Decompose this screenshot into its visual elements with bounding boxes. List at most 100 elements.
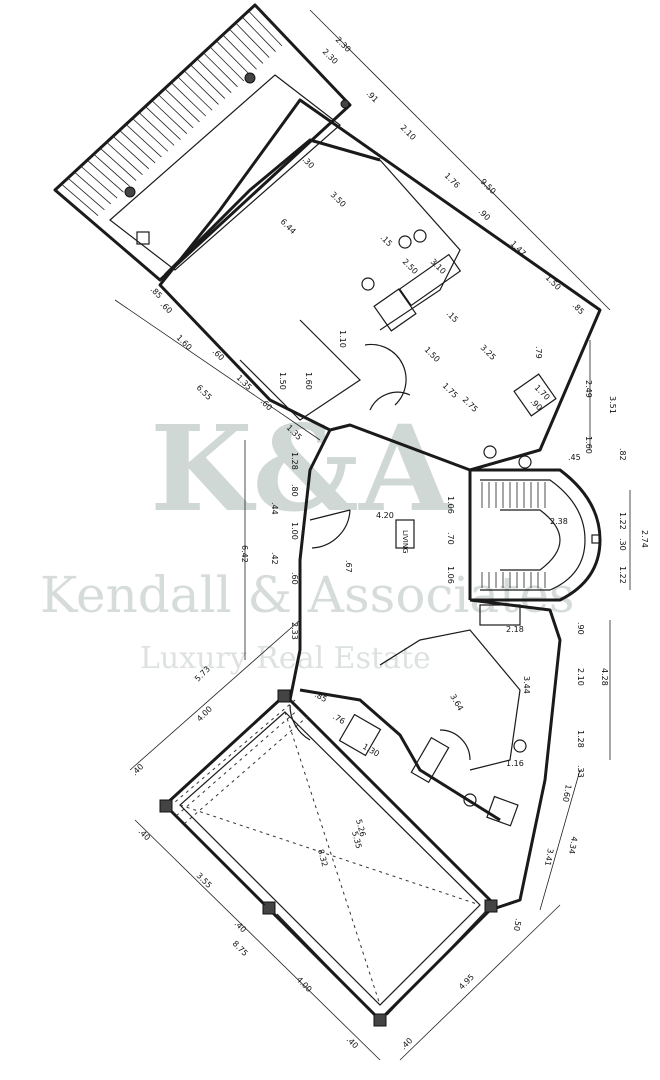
dim-bottom-4: 8.75 [231,939,250,958]
dim-interior-11: 2.75 [461,395,480,414]
dim-right-stair-1: 1.22 [618,512,627,530]
roof-hatch-line [93,153,131,187]
dim-interior-20: 1.06 [446,496,455,514]
dim-left-upper-2: .60 [159,300,174,315]
dim-interior-12: 1.10 [338,330,347,348]
dim-interior-9: 1.75 [441,381,460,400]
dim-left-mid-3: .44 [270,502,279,515]
dim-top-6: 9.50 [479,177,498,196]
dim-interior-13: 1.50 [278,372,287,390]
roof-hatch-line [170,82,207,117]
roof-hatch-line [183,70,219,105]
roof-hatch-line [235,22,270,58]
dim-interior-5: 2.50 [401,257,420,276]
roof-hatch-line [216,40,251,76]
dim-top-9: 1.50 [544,273,563,292]
roof-hatch-line [241,16,276,52]
dim-right-upper-4: .45 [568,453,581,462]
dim-bottom-6: .40 [345,1035,360,1050]
dim-interior-31: 8.32 [316,848,329,868]
dim-right-lower-2: 4.28 [600,668,609,686]
dim-right-upper-5: .82 [618,448,627,461]
roof-hatch-line [151,100,188,134]
dim-interior-30: .85 [313,690,329,704]
dim-right-stair-4: 1.22 [618,566,627,584]
dim-left-mid-4: 1.00 [290,522,299,540]
roof-hatch-line [248,10,283,47]
dim-top-2: 2.30 [321,47,340,66]
roof-hatch-line [112,135,150,170]
dim-right-bottom-2: .40 [399,1036,414,1051]
dim-right-stair-2: 2.74 [640,530,649,548]
dim-left-mid-5: 6.42 [240,545,249,563]
living-label: LIVING [401,530,409,553]
dim-interior-22: 1.06 [446,566,455,584]
roof-hatch-line [196,58,232,93]
roof-hatch-line [67,177,105,211]
roof-hatch-line [74,171,112,205]
dim-interior-7: 3.25 [479,343,498,362]
dim-right-lower-8: 3.41 [543,848,555,867]
dim-left-lower-2: 4.00 [195,704,214,723]
dim-left-mid-1: 1.28 [290,452,299,470]
roof-hatch-line [222,34,257,70]
dim-left-mid-6: .42 [270,552,279,565]
roof-hatch-line [61,183,99,216]
dim-interior-26: 3.64 [448,693,465,713]
roof-hatch-line [145,106,181,140]
dim-right-lower-4: 1.28 [576,730,585,748]
roof-hatch-line [190,64,226,99]
dim-right-lower-9: .50 [512,918,523,932]
dim-interior-25: 3.44 [522,676,531,694]
dim-interior-8: 1.50 [423,345,442,364]
dim-interior-19: .67 [344,560,353,573]
dim-top-7: .90 [477,207,492,222]
dim-interior-15: .79 [534,346,543,359]
dim-interior-32: 5.26 [354,818,367,838]
dim-right-lower-6: 1.60 [561,784,573,803]
dim-bottom-5: 4.00 [295,975,314,994]
lower-wing-walls [299,598,562,912]
upper-wing-walls [158,98,602,472]
roof-hatch-line [177,76,213,111]
roof-hatch-line [132,118,169,152]
watermark-company-name: Kendall & Associates [40,566,575,624]
roof-hatch-line [209,46,245,82]
dim-bottom-1: .40 [137,827,152,842]
dim-interior-4: .15 [379,233,394,248]
spiral-staircase [470,468,602,602]
dim-interior-33: 5.35 [350,830,363,850]
dimension-text: 2.30 2.30 .91 2.10 1.76 9.50 .90 1.47 1.… [130,35,649,1051]
dim-interior-27: 1.16 [506,759,524,768]
dim-interior-24: 2.18 [506,625,524,634]
dim-right-lower-5: .33 [576,765,585,778]
roof-hatch-line [80,165,118,199]
watermark: K&A Kendall & Associates Luxury Real Est… [40,399,575,676]
roof-hatch-line [99,147,137,181]
roof-hatch-area [53,3,352,282]
dim-interior-23: 2.38 [550,517,568,526]
dim-interior-1: 3.50 [329,190,348,209]
dim-interior-29: 1.30 [361,742,381,759]
roof-hatch-line [157,94,194,129]
dim-right-stair-3: .30 [618,538,627,551]
dim-top-1: 2.30 [334,35,353,54]
dim-top-3: .91 [365,89,380,104]
dim-left-lower-3: .40 [130,762,145,777]
dim-right-lower-3: 2.10 [576,668,585,686]
dim-right-lower-7: 4.34 [567,836,579,855]
dim-left-upper-5: 1.35 [235,373,254,392]
dim-right-upper-3: 1.60 [584,436,593,454]
dim-top-4: 2.10 [399,123,418,142]
dim-right-upper-2: 3.51 [608,396,617,414]
dimension-lines [114,9,631,1061]
dim-interior-14: 1.60 [304,372,313,390]
dim-left-mid-7: .60 [290,572,299,585]
living-label-box [395,519,415,549]
dim-top-5: 1.76 [443,171,462,190]
roof-hatch-line [106,141,143,175]
dim-right-lower-1: .90 [576,622,585,635]
dim-left-upper-4: .60 [211,347,226,362]
dim-interior-28: .76 [331,712,347,726]
